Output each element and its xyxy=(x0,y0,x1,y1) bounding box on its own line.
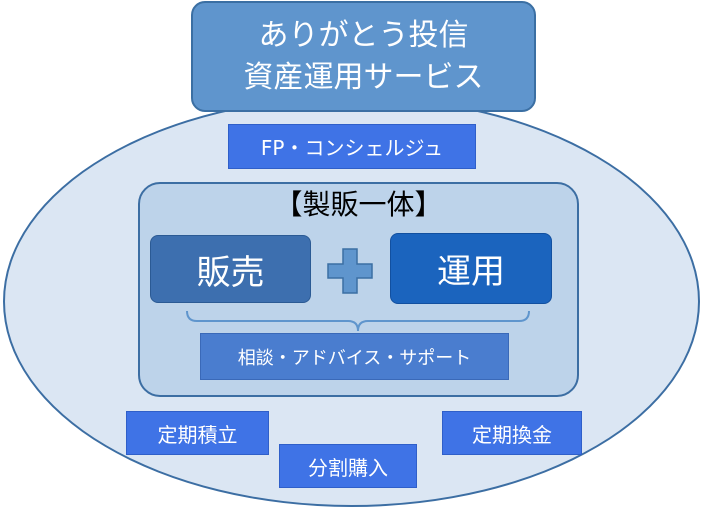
regular-investment-label: 定期積立 xyxy=(126,411,269,455)
brace-connector xyxy=(186,310,530,332)
split-purchase-label: 分割購入 xyxy=(279,444,417,488)
panel-title: 【製販一体】 xyxy=(274,188,443,221)
title-line-1: ありがとう投信 xyxy=(258,18,469,53)
regular-redemption-label: 定期換金 xyxy=(442,411,582,455)
operations-box: 運用 xyxy=(390,233,552,304)
title-box: ありがとう投信 資産運用サービス xyxy=(191,1,536,112)
title-line-2: 資産運用サービス xyxy=(243,60,484,95)
consult-advice-support-label: 相談・アドバイス・サポート xyxy=(200,333,509,380)
fp-concierge-label: FP・コンシェルジュ xyxy=(228,124,476,169)
sales-box: 販売 xyxy=(150,235,311,303)
plus-icon xyxy=(327,248,373,294)
